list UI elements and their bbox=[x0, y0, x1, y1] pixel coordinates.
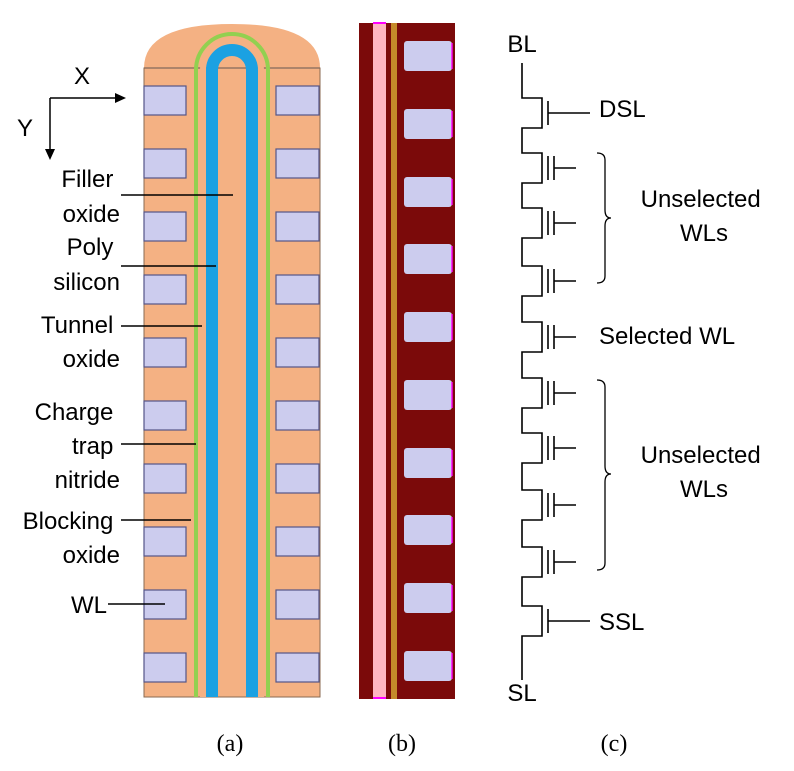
wl-right-column bbox=[275, 85, 320, 683]
caption-a: (a) bbox=[217, 731, 244, 757]
panel-b-slot-2 bbox=[404, 109, 452, 139]
coordinate-axes: X Y bbox=[17, 63, 126, 160]
wl-left-column bbox=[143, 85, 187, 683]
brackets bbox=[596, 152, 612, 571]
panel-b-slot-9 bbox=[404, 583, 452, 613]
pink-strip bbox=[373, 23, 386, 699]
caption-c: (c) bbox=[601, 731, 628, 757]
panel-b-structure: (b) bbox=[359, 22, 455, 757]
wl-block-left-5 bbox=[143, 337, 187, 368]
wl-block-right-3 bbox=[275, 211, 320, 242]
panel-c-circuit: BL SL DSL SSL Selected WL Unselected WLs… bbox=[507, 31, 768, 757]
poly-silicon-channel bbox=[206, 44, 258, 697]
wl-block-right-4 bbox=[275, 274, 320, 305]
panel-b-slot-8 bbox=[404, 515, 452, 545]
panel-b-slot-7 bbox=[404, 448, 452, 478]
nand-string-channel bbox=[521, 63, 543, 680]
panel-b-slots bbox=[404, 41, 453, 681]
wl-label: WL bbox=[71, 592, 107, 619]
caption-b: (b) bbox=[388, 731, 416, 757]
gold-strip bbox=[391, 23, 397, 699]
unselected-wls-bottom-label: Unselected WLs bbox=[641, 442, 768, 503]
wl-block-left-2 bbox=[143, 148, 187, 179]
axis-y-label: Y bbox=[17, 115, 33, 142]
wl-block-left-7 bbox=[143, 463, 187, 494]
wl-block-left-1 bbox=[143, 85, 187, 116]
wl-block-left-8 bbox=[143, 526, 187, 557]
pink-strip-magenta-top bbox=[373, 22, 386, 24]
stack-outline bbox=[143, 67, 321, 698]
wl-block-right-9 bbox=[275, 589, 320, 620]
bracket-top bbox=[596, 152, 612, 284]
wl-block-right-7 bbox=[275, 463, 320, 494]
thin-dark-strip bbox=[386, 23, 391, 699]
wl-block-left-3 bbox=[143, 211, 187, 242]
wl-block-right-1 bbox=[275, 85, 320, 116]
nand-string-wire bbox=[521, 63, 590, 680]
axis-x-label: X bbox=[74, 63, 90, 90]
bracket-bottom bbox=[596, 379, 612, 571]
bl-label: BL bbox=[507, 31, 536, 58]
panel-b-slot-10 bbox=[404, 651, 452, 681]
unselected-wls-top-label: Unselected WLs bbox=[641, 186, 768, 247]
wl-block-right-6 bbox=[275, 400, 320, 431]
charge-trap-nitride-label: Charge trap nitride bbox=[35, 399, 120, 494]
wl-block-right-5 bbox=[275, 337, 320, 368]
sl-label: SL bbox=[507, 680, 536, 707]
wl-block-right-10 bbox=[275, 652, 320, 683]
ssl-label: SSL bbox=[599, 609, 644, 636]
tunnel-oxide-label: Tunnel oxide bbox=[41, 312, 120, 373]
panel-b-slot-1 bbox=[404, 41, 452, 71]
charge-trap-nitride-layer bbox=[194, 32, 270, 697]
wl-block-left-10 bbox=[143, 652, 187, 683]
pink-strip-magenta-bottom bbox=[373, 697, 386, 699]
leader-lines bbox=[108, 194, 233, 605]
filler-oxide-label: Filler oxide bbox=[61, 166, 120, 228]
wl-block-left-6 bbox=[143, 400, 187, 431]
panel-b-slot-4 bbox=[404, 244, 452, 274]
panel-a-cross-section: X Y Filler oxide Poly silicon Tunnel oxi… bbox=[17, 24, 321, 757]
panel-b-slot-6 bbox=[404, 380, 452, 410]
wl-block-right-8 bbox=[275, 526, 320, 557]
wl-block-right-2 bbox=[275, 148, 320, 179]
blocking-oxide-label: Blocking oxide bbox=[23, 508, 120, 569]
tunnel-oxide-layer bbox=[200, 38, 264, 697]
wl-block-left-4 bbox=[143, 274, 187, 305]
left-dark-strip bbox=[359, 23, 373, 699]
panel-b-slot-5 bbox=[404, 312, 452, 342]
poly-silicon-label: Poly silicon bbox=[53, 234, 120, 296]
panel-b-slot-3 bbox=[404, 177, 452, 207]
dsl-label: DSL bbox=[599, 96, 646, 123]
selected-wl-label: Selected WL bbox=[599, 323, 735, 350]
